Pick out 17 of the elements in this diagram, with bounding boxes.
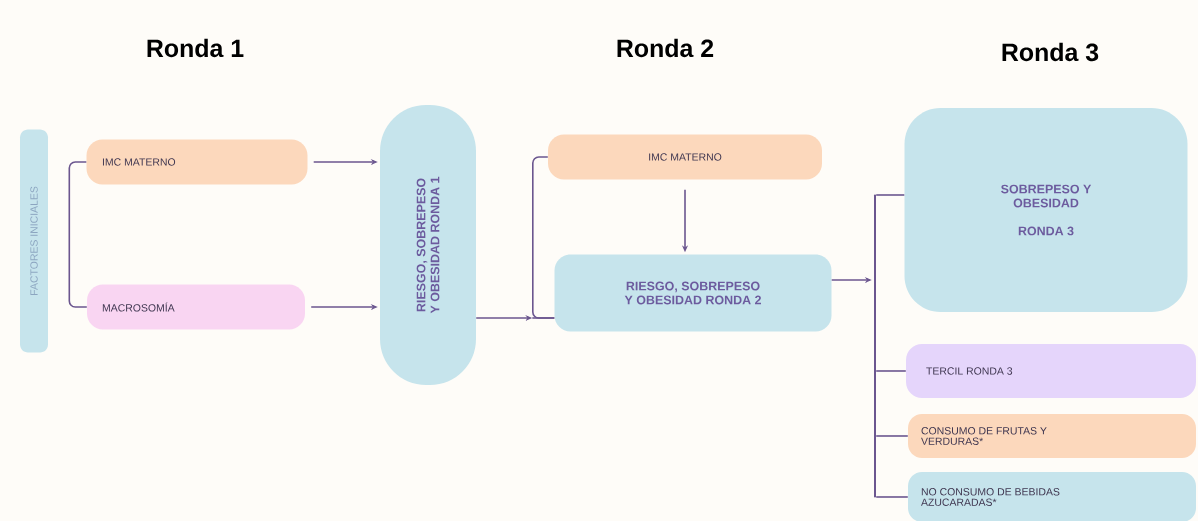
outcome-box: RIESGO, SOBREPESO Y OBESIDAD RONDA 2 [554, 254, 832, 332]
connector-line [875, 496, 909, 498]
outcome-box: SOBREPESO Y OBESIDAD RONDA 3 [904, 108, 1188, 312]
factor-box: IMC MATERNO [86, 139, 308, 185]
bracket-connector [68, 161, 88, 308]
factor-group-box: FACTORES INICIALES [20, 129, 48, 353]
outcome-pill: RIESGO, SOBREPESO Y OBESIDAD RONDA 1 [380, 105, 476, 385]
column-heading: Ronda 3 [1002, 42, 1099, 62]
factor-box: MACROSOMÍA [87, 284, 305, 330]
connector-line [875, 370, 907, 372]
factor-box: IMC MATERNO [548, 134, 822, 180]
column-heading: Ronda 2 [617, 38, 714, 58]
factor-box: CONSUMO DE FRUTAS Y VERDURAS* [908, 414, 1196, 458]
factor-box: TERCIL RONDA 3 [906, 344, 1196, 398]
connector-line [875, 435, 909, 437]
column-heading: Ronda 1 [147, 38, 244, 58]
factor-box: NO CONSUMO DE BEBIDAS AZUCARADAS* [908, 472, 1196, 521]
